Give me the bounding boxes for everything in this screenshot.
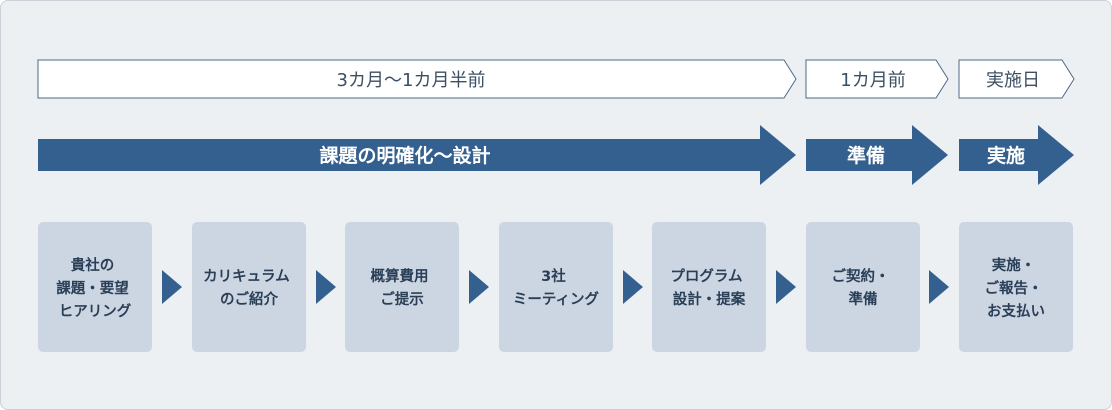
period-label-2: 1カ月前 bbox=[840, 70, 905, 91]
phase-arrow-2 bbox=[806, 125, 948, 185]
phase-label-1: 課題の明確化〜設計 bbox=[319, 144, 490, 167]
step-arrow-1 bbox=[162, 270, 182, 304]
phase-label-2: 準備 bbox=[847, 144, 885, 167]
period-chevron-2 bbox=[805, 59, 949, 99]
step-box-7 bbox=[959, 222, 1073, 352]
step-connectors bbox=[162, 270, 949, 304]
period-row: 3カ月〜1カ月半前 1カ月前 実施日 bbox=[37, 59, 1075, 99]
period-label-3: 実施日 bbox=[986, 70, 1040, 91]
step-arrow-6 bbox=[929, 270, 949, 304]
phase-row: 課題の明確化〜設計 準備 実施 bbox=[38, 125, 1074, 185]
step-row: 貴社の 課題・要望 ヒアリング カリキュラム のご紹介 概算費用 ご提示 3社 … bbox=[38, 222, 1073, 352]
period-chevron-3 bbox=[958, 59, 1075, 99]
step-box-3 bbox=[345, 222, 459, 352]
period-chevron-1 bbox=[37, 59, 797, 99]
phase-label-3: 実施 bbox=[987, 144, 1025, 167]
step-box-1 bbox=[38, 222, 152, 352]
step-arrow-5 bbox=[776, 270, 796, 304]
step-box-4 bbox=[499, 222, 613, 352]
step-label-1: 貴社の 課題・要望 ヒアリング bbox=[56, 256, 134, 320]
step-label-4: 3社 ミーティング bbox=[513, 267, 600, 308]
step-label-3: 概算費用 ご提示 bbox=[370, 267, 433, 308]
period-label-1: 3カ月〜1カ月半前 bbox=[337, 70, 486, 91]
step-arrow-4 bbox=[623, 270, 643, 304]
step-label-5: プログラム 設計・提案 bbox=[670, 267, 747, 308]
step-arrow-3 bbox=[469, 270, 489, 304]
step-label-6: ご契約・ 準備 bbox=[831, 267, 894, 308]
step-label-2: カリキュラム のご紹介 bbox=[203, 268, 295, 308]
phase-arrow-1 bbox=[38, 125, 796, 185]
phase-arrow-3 bbox=[959, 125, 1074, 185]
step-box-5 bbox=[652, 222, 766, 352]
step-box-2 bbox=[192, 222, 306, 352]
step-label-7: 実施・ ご報告・ お支払い bbox=[984, 256, 1047, 320]
step-box-6 bbox=[806, 222, 920, 352]
step-arrow-2 bbox=[316, 270, 336, 304]
